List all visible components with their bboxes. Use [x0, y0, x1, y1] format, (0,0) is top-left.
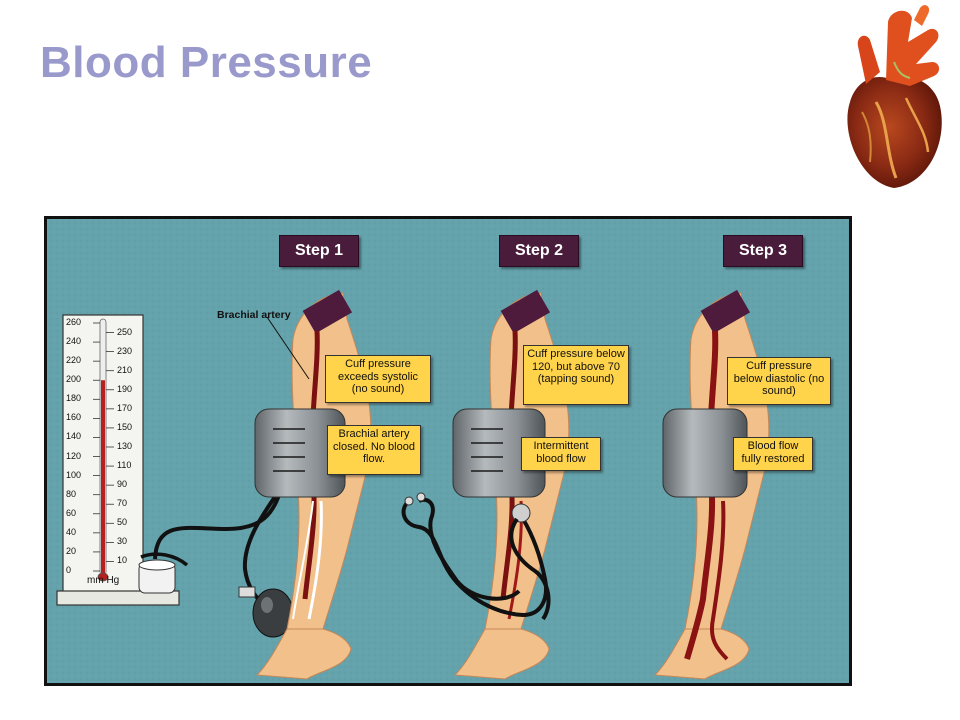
gauge-left-tick: 260	[66, 317, 82, 327]
gauge-left-tick: 60	[66, 507, 77, 518]
gauge-right-tick: 170	[117, 402, 133, 413]
brachial-artery-label: Brachial artery	[217, 309, 291, 321]
gauge-left-tick: 160	[66, 412, 82, 423]
gauge-right-tick: 10	[117, 555, 128, 566]
gauge-left-tick: 180	[66, 393, 82, 404]
step-3-label: Step 3	[723, 235, 803, 267]
gauge-right-tick: 30	[117, 536, 128, 547]
gauge-right-tick: 110	[117, 460, 132, 471]
gauge-right-tick: 50	[117, 517, 128, 528]
mercury-manometer	[56, 314, 189, 606]
step-3-cuff-callout: Cuff pressure below diastolic (no sound)	[727, 357, 831, 405]
gauge-unit-label: mm Hg	[87, 575, 120, 586]
gauge-left-tick: 20	[66, 545, 77, 556]
gauge-left-tick: 140	[66, 431, 82, 442]
gauge-right-tick: 70	[117, 498, 128, 509]
mercury-column	[101, 380, 105, 575]
step-2-cuff-callout: Cuff pressure below 120, but above 70 (t…	[523, 345, 629, 405]
step-1-flow-callout: Brachial artery closed. No blood flow.	[327, 425, 421, 475]
gauge-right-tick: 250	[117, 326, 133, 337]
gauge-left-tick: 120	[66, 450, 82, 461]
step-2-flow-callout: Intermittent blood flow	[521, 437, 601, 471]
gauge-left-tick: 100	[66, 469, 82, 480]
slide-title: Blood Pressure	[40, 38, 373, 87]
gauge-right-tick: 90	[117, 479, 128, 490]
gauge-left-tick: 220	[66, 355, 82, 366]
measurement-scene	[47, 219, 849, 683]
gauge-left-tick: 240	[66, 336, 82, 347]
gauge-right-tick: 130	[117, 441, 133, 451]
step-1-cuff-callout: Cuff pressure exceeds systolic (no sound…	[325, 355, 431, 403]
gauge-left-tick: 80	[66, 488, 77, 499]
step-3-flow-callout: Blood flow fully restored	[733, 437, 813, 471]
gauge-right-tick: 210	[117, 364, 133, 375]
step-1-label: Step 1	[279, 235, 359, 267]
gauge-right-tick: 230	[117, 345, 133, 356]
gauge-left-tick: 200	[66, 374, 82, 385]
heart-illustration	[847, 5, 942, 188]
gauge-right-tick: 190	[117, 383, 133, 394]
gauge-right-tick: 150	[117, 421, 133, 432]
gauge-left-tick: 40	[66, 526, 77, 537]
step-2-label: Step 2	[499, 235, 579, 267]
gauge-left-tick: 0	[66, 565, 72, 575]
